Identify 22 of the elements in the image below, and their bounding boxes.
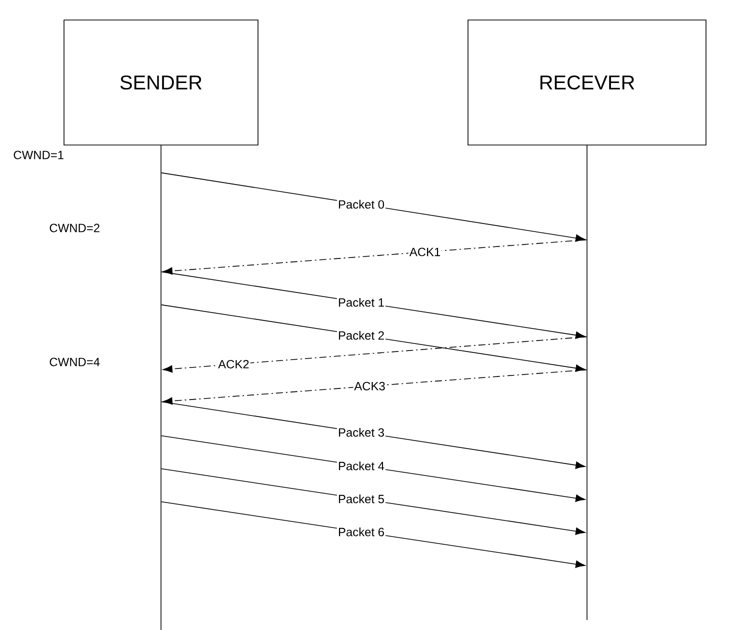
participant-box: RECEVER	[468, 20, 706, 146]
window-size-label: CWND=4	[50, 358, 100, 366]
arrow	[161, 468, 586, 535]
arrow	[162, 369, 587, 405]
edge-label: Packet 2	[337, 330, 386, 341]
edge-label: Packet 4	[337, 460, 386, 472]
edge-label: Packet 1	[337, 296, 386, 308]
arrow	[162, 336, 587, 373]
participant-box: SENDER	[64, 20, 258, 146]
edge-label: ACK2	[217, 358, 250, 370]
edge-label: Packet 0	[337, 198, 386, 210]
window-size-label: CWND=2	[50, 224, 100, 232]
arrow	[161, 435, 586, 502]
arrow	[162, 239, 587, 275]
edge-label: ACK1	[408, 246, 442, 258]
edge-label: Packet 3	[337, 426, 386, 438]
arrow	[161, 401, 586, 469]
edge-label: Packet 6	[337, 526, 386, 538]
arrow	[161, 501, 586, 568]
edge-label: Packet 5	[337, 493, 386, 504]
edge-label: ACK3	[353, 380, 386, 392]
window-size-label: CWND=1	[14, 150, 64, 160]
